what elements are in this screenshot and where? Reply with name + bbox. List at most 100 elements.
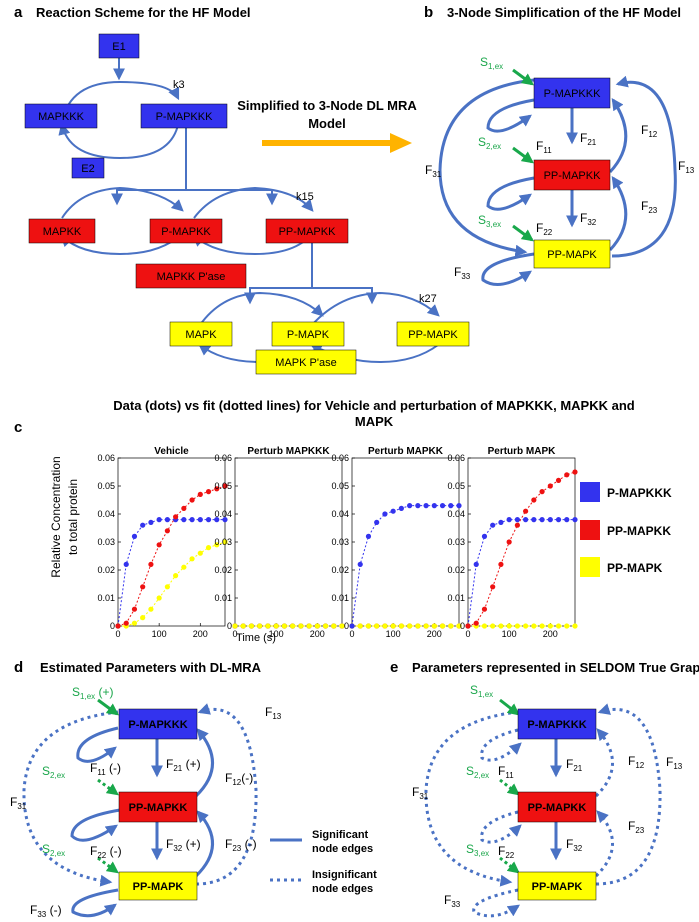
chart-3-point-pp-mapk-4 <box>498 623 504 629</box>
chart-0-point-pp-mapkk-3 <box>140 584 146 590</box>
node-p-mapkk-label: P-MAPKK <box>161 226 211 238</box>
b-f33: F33 <box>454 265 471 281</box>
chart-3-point-pp-mapkk-3 <box>490 584 496 590</box>
chart-2-title: Perturb MAPKK <box>368 446 444 457</box>
node-p-mapkkk <box>140 103 228 129</box>
chart-1-ytick-label-3: 0.03 <box>214 537 232 547</box>
chart-0-frame <box>117 457 226 627</box>
arrow-label-line2: Model <box>308 116 346 131</box>
panel-b-label: b <box>424 4 433 21</box>
b-node-pp-mapk <box>533 239 611 269</box>
chart-2-point-pp-mapk-7 <box>407 623 413 629</box>
chart-3-point-p-mapkkk-3 <box>490 522 496 528</box>
chart-1-ytick-label-2: 0.02 <box>214 565 232 575</box>
chart-0-ytick-label-0: 0 <box>110 621 115 631</box>
node-mapkk-label: MAPKK <box>43 226 82 238</box>
b-s3: S3,ex <box>478 213 501 229</box>
chart-3-xtick-label-0: 0 <box>465 629 470 639</box>
chart-3-point-pp-mapkk-2 <box>481 606 488 612</box>
node-mapkk-pase-label: MAPKK P'ase <box>157 271 226 283</box>
chart-0-fit-pp-mapkk <box>117 485 226 627</box>
chart-0-point-pp-mapkk-13 <box>222 483 228 489</box>
chart-0-title: Vehicle <box>154 446 189 457</box>
chart-0-point-p-mapkkk-9 <box>189 517 195 523</box>
chart-1-point-pp-mapk-12 <box>331 623 337 629</box>
chart-0-point-p-mapkkk-6 <box>164 517 170 523</box>
chart-1-ytick-label-1: 0.01 <box>214 593 232 603</box>
d-node-pp-mapk <box>118 871 198 901</box>
chart-0-point-pp-mapkk-2 <box>131 606 138 612</box>
chart-0-point-pp-mapkk-4 <box>148 561 154 568</box>
chart-3-point-pp-mapkk-1 <box>473 620 479 626</box>
chart-0-ytick-label-5: 0.05 <box>97 481 115 491</box>
legend-pp-mapkk: PP-MAPKK <box>607 524 671 538</box>
panel-e: e Parameters represented in SELDOM True … <box>390 659 699 918</box>
arrow-label-line1: Simplified to 3-Node DL MRA <box>237 98 417 113</box>
chart-2-point-pp-mapk-2 <box>365 623 372 629</box>
chart-2-ytick-label-5: 0.05 <box>331 481 349 491</box>
b-s2: S2,ex <box>478 135 501 151</box>
chart-3-point-p-mapkkk-13 <box>572 517 578 523</box>
e-node-pp-mapk-label: PP-MAPK <box>532 881 583 893</box>
chart-0-ytick-label-6: 0.06 <box>97 453 115 463</box>
chart-0-point-pp-mapkk-6 <box>164 528 170 534</box>
b-f31: F31 <box>425 163 442 179</box>
chart-0-point-pp-mapkk-8 <box>181 505 187 511</box>
b-node-p-mapkkk <box>533 77 611 109</box>
panel-d: d Estimated Parameters with DL-MRA P-MAP… <box>10 659 377 919</box>
panel-e-label: e <box>390 659 398 676</box>
chart-0-point-pp-mapk-9 <box>189 556 195 562</box>
e-node-pp-mapkk <box>517 791 597 823</box>
chart-2-point-pp-mapk-11 <box>439 623 446 629</box>
b-node-pp-mapkk-label: PP-MAPKK <box>544 170 602 182</box>
chart-0-fit-pp-mapk <box>118 541 226 627</box>
chart-0-point-p-mapkkk-1 <box>123 561 129 568</box>
chart-3-point-p-mapkkk-11 <box>555 517 562 523</box>
chart-3-point-pp-mapk-3 <box>490 623 496 629</box>
e-s1: S1,ex <box>470 683 493 699</box>
panel-d-label: d <box>14 659 23 676</box>
chart-1-point-pp-mapk-8 <box>298 623 304 629</box>
node-mapkkk <box>24 103 98 129</box>
legend-swatch-pp-mapk <box>580 557 600 577</box>
b-f32: F32 <box>580 211 597 227</box>
chart-1-point-pp-mapk-0 <box>232 623 238 629</box>
chart-3-ytick-label-2: 0.02 <box>447 565 465 575</box>
rate-k27: k27 <box>419 293 437 305</box>
chart-3-point-p-mapkkk-10 <box>547 517 553 523</box>
panel-a-title: Reaction Scheme for the HF Model <box>36 5 251 20</box>
chart-2-ytick-label-1: 0.01 <box>331 593 349 603</box>
chart-2-point-pp-mapk-6 <box>398 623 404 629</box>
e-f21: F21 <box>566 757 583 773</box>
node-pp-mapkk <box>265 218 349 244</box>
chart-0-point-pp-mapk-5 <box>156 595 162 601</box>
chart-2-point-pp-mapk-5 <box>390 623 396 629</box>
panel-a: a Reaction Scheme for the HF Model E1 MA… <box>14 4 470 375</box>
chart-0-point-pp-mapk-3 <box>140 615 146 621</box>
e-f13: F13 <box>666 755 683 771</box>
chart-0-xtick-label-1: 100 <box>152 629 167 639</box>
chart-2-point-p-mapkkk-5 <box>390 508 396 514</box>
b-f23: F23 <box>641 199 658 215</box>
chart-0-point-pp-mapk-2 <box>131 620 138 626</box>
chart-0-point-pp-mapkk-10 <box>197 491 203 497</box>
k3-arc <box>61 80 180 123</box>
chart-3-point-pp-mapk-10 <box>547 623 553 629</box>
b-f21: F21 <box>580 131 597 147</box>
chart-1-ytick-label-5: 0.05 <box>214 481 232 491</box>
chart-0-point-pp-mapk-8 <box>181 564 187 570</box>
chart-0-point-pp-mapk-11 <box>205 545 212 551</box>
e-f33: F33 <box>444 893 461 909</box>
chart-1-point-pp-mapk-1 <box>240 623 246 629</box>
chart-3-point-p-mapkkk-1 <box>473 561 479 568</box>
d-s1: S1,ex (+) <box>72 685 113 701</box>
chart-3-title: Perturb MAPK <box>488 446 557 457</box>
panel-a-label: a <box>14 4 23 21</box>
chart-3-point-pp-mapk-6 <box>514 623 520 629</box>
chart-3-point-pp-mapkk-0 <box>465 623 471 629</box>
chart-1-point-pp-mapk-9 <box>306 623 312 629</box>
d-node-pp-mapkk-label: PP-MAPKK <box>129 802 188 814</box>
node-e1-label: E1 <box>112 41 125 53</box>
chart-0-point-p-mapkkk-10 <box>197 517 203 523</box>
